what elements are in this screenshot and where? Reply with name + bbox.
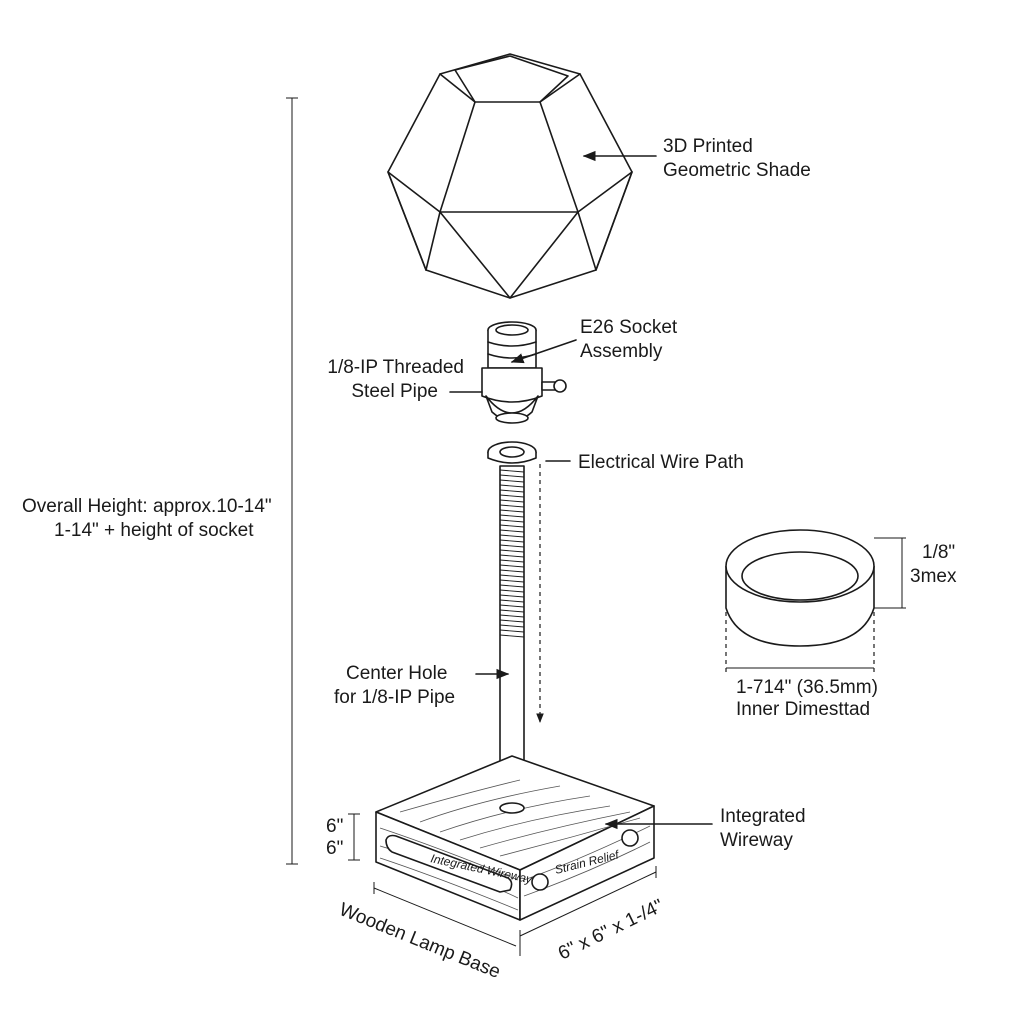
wireway-line2: Wireway xyxy=(720,830,793,851)
base-dimension-lines xyxy=(373,866,657,956)
ring-detail xyxy=(725,529,906,672)
socket-label-line2: Assembly xyxy=(580,341,663,362)
e26-socket xyxy=(481,321,567,424)
base-height-line2: 6" xyxy=(326,838,343,859)
center-hole-line1: Center Hole xyxy=(346,663,447,684)
pipe-label-line2: Steel Pipe xyxy=(351,381,438,402)
ring-height-line1: 1/8" xyxy=(922,542,955,563)
center-hole-line2: for 1/8-IP Pipe xyxy=(334,687,455,708)
wooden-lamp-base xyxy=(375,755,655,921)
ring-diameter-line2: Inner Dimesttad xyxy=(736,699,870,720)
overall-height-line2: 1-14" + height of socket xyxy=(54,520,254,541)
socket-label-line1: E26 Socket xyxy=(580,317,678,338)
base-dims-label: 6" x 6" x 1-/4" xyxy=(555,896,667,965)
ring-height-line2: 3mex xyxy=(910,566,957,587)
pipe-label-line1: 1/8-IP Threaded xyxy=(327,357,464,378)
threaded-steel-pipe xyxy=(487,441,537,811)
base-height-dimension xyxy=(348,813,360,861)
overall-height-dimension xyxy=(286,97,298,865)
base-height-line1: 6" xyxy=(326,816,343,837)
leader-lines xyxy=(449,150,713,830)
wireway-line1: Integrated xyxy=(720,806,806,827)
base-name-label: Wooden Lamp Base xyxy=(336,899,503,983)
wire-path-label: Electrical Wire Path xyxy=(578,452,744,473)
geometric-shade xyxy=(387,53,633,299)
ring-diameter-line1: 1-714" (36.5mm) xyxy=(736,677,878,698)
overall-height-line1: Overall Height: approx.10-14" xyxy=(22,496,272,517)
shade-label-line2: Geometric Shade xyxy=(663,160,811,181)
shade-label-line1: 3D Printed xyxy=(663,136,753,157)
